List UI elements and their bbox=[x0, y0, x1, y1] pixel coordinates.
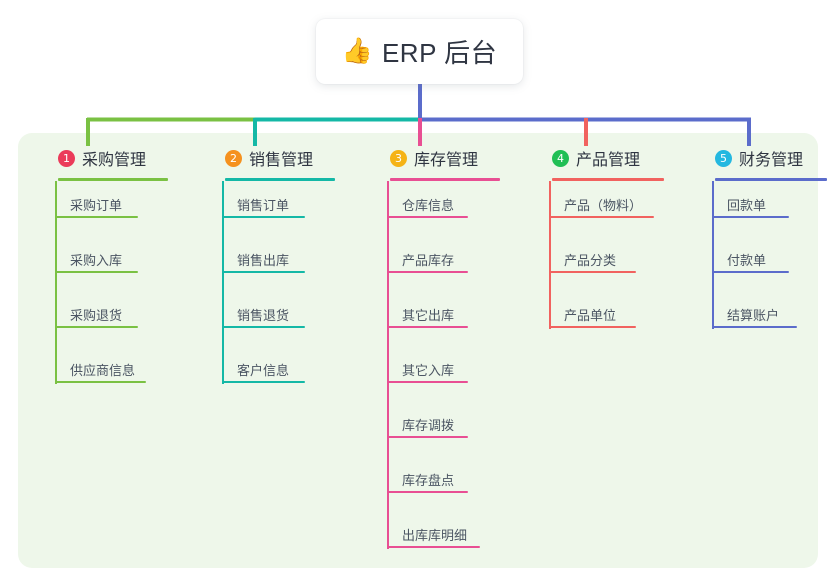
branches-panel bbox=[18, 133, 818, 568]
leaf-label: 采购入库 bbox=[70, 253, 123, 268]
leaf-underline bbox=[713, 271, 789, 273]
branch-title: 财务管理 bbox=[739, 152, 804, 169]
leaf-label: 库存调拨 bbox=[402, 418, 455, 433]
branch-spine bbox=[549, 181, 551, 329]
leaf-label: 销售订单 bbox=[237, 198, 290, 213]
root-node-card[interactable]: 👍 ERP 后台 bbox=[316, 19, 523, 84]
leaf-label: 销售退货 bbox=[237, 308, 290, 323]
leaf-underline bbox=[388, 326, 468, 328]
leaf-underline bbox=[223, 216, 305, 218]
leaf-label: 供应商信息 bbox=[70, 363, 136, 378]
branch-header-2[interactable]: 2 销售管理 bbox=[203, 145, 343, 181]
leaf-label: 其它入库 bbox=[402, 363, 455, 378]
branch-underline bbox=[552, 178, 664, 181]
leaf-underline bbox=[388, 491, 468, 493]
branch-index-badge: 4 bbox=[552, 149, 569, 167]
branch-header-1[interactable]: 1 采购管理 bbox=[36, 145, 176, 181]
leaf-underline bbox=[56, 381, 146, 383]
branch-index-badge: 3 bbox=[390, 149, 407, 167]
leaf-underline bbox=[550, 271, 636, 273]
leaf-underline bbox=[388, 381, 468, 383]
branch-spine bbox=[387, 181, 389, 549]
leaf-underline bbox=[388, 271, 468, 273]
leaf-label: 客户信息 bbox=[237, 363, 290, 378]
branch-underline bbox=[225, 178, 335, 181]
branch-header-3[interactable]: 3 库存管理 bbox=[368, 145, 508, 181]
thumbs-up-icon: 👍 bbox=[341, 37, 373, 65]
leaf-label: 付款单 bbox=[727, 253, 767, 268]
branch-index-badge: 5 bbox=[715, 149, 732, 167]
leaf-label: 产品库存 bbox=[402, 253, 455, 268]
leaf-label: 仓库信息 bbox=[402, 198, 455, 213]
branch-column-1: 1 采购管理采购订单采购入库采购退货供应商信息 bbox=[36, 145, 176, 384]
branch-title: 产品管理 bbox=[576, 152, 641, 169]
leaf-label: 产品单位 bbox=[564, 308, 617, 323]
branch-title: 采购管理 bbox=[82, 152, 147, 169]
leaf-label: 采购订单 bbox=[70, 198, 123, 213]
leaf-underline bbox=[713, 216, 789, 218]
branch-spine bbox=[712, 181, 714, 329]
leaf-underline bbox=[223, 326, 305, 328]
branch-underline bbox=[390, 178, 500, 181]
branch-column-3: 3 库存管理仓库信息产品库存其它出库其它入库库存调拨库存盘点出库库明细 bbox=[368, 145, 508, 549]
leaf-underline bbox=[223, 271, 305, 273]
leaf-label: 产品（物料） bbox=[564, 198, 643, 213]
leaf-label: 回款单 bbox=[727, 198, 767, 213]
branch-title: 库存管理 bbox=[414, 152, 479, 169]
leaf-underline bbox=[713, 326, 797, 328]
leaf-label: 其它出库 bbox=[402, 308, 455, 323]
leaf-label: 库存盘点 bbox=[402, 473, 455, 488]
root-title: ERP 后台 bbox=[381, 38, 498, 68]
leaf-underline bbox=[56, 326, 138, 328]
leaf-label: 结算账户 bbox=[727, 308, 780, 323]
branch-index-badge: 2 bbox=[225, 149, 242, 167]
leaf-underline bbox=[388, 436, 468, 438]
branch-column-5: 5 财务管理回款单付款单结算账户 bbox=[693, 145, 835, 329]
leaf-underline bbox=[550, 216, 654, 218]
branch-spine bbox=[222, 181, 224, 384]
branch-header-5[interactable]: 5 财务管理 bbox=[693, 145, 835, 181]
branch-spine bbox=[55, 181, 57, 384]
leaf-underline bbox=[388, 216, 468, 218]
branch-header-4[interactable]: 4 产品管理 bbox=[530, 145, 672, 181]
leaf-underline bbox=[223, 381, 305, 383]
branch-underline bbox=[715, 178, 827, 181]
leaf-underline bbox=[550, 326, 636, 328]
leaf-underline bbox=[56, 271, 138, 273]
branch-underline bbox=[58, 178, 168, 181]
branch-title: 销售管理 bbox=[249, 152, 314, 169]
leaf-label: 产品分类 bbox=[564, 253, 617, 268]
branch-column-2: 2 销售管理销售订单销售出库销售退货客户信息 bbox=[203, 145, 343, 384]
leaf-underline bbox=[388, 546, 480, 548]
leaf-label: 出库库明细 bbox=[402, 528, 468, 543]
branch-column-4: 4 产品管理产品（物料） 产品分类产品单位 bbox=[530, 145, 672, 329]
leaf-label: 销售出库 bbox=[237, 253, 290, 268]
leaf-label: 采购退货 bbox=[70, 308, 123, 323]
leaf-underline bbox=[56, 216, 138, 218]
branch-index-badge: 1 bbox=[58, 149, 75, 167]
